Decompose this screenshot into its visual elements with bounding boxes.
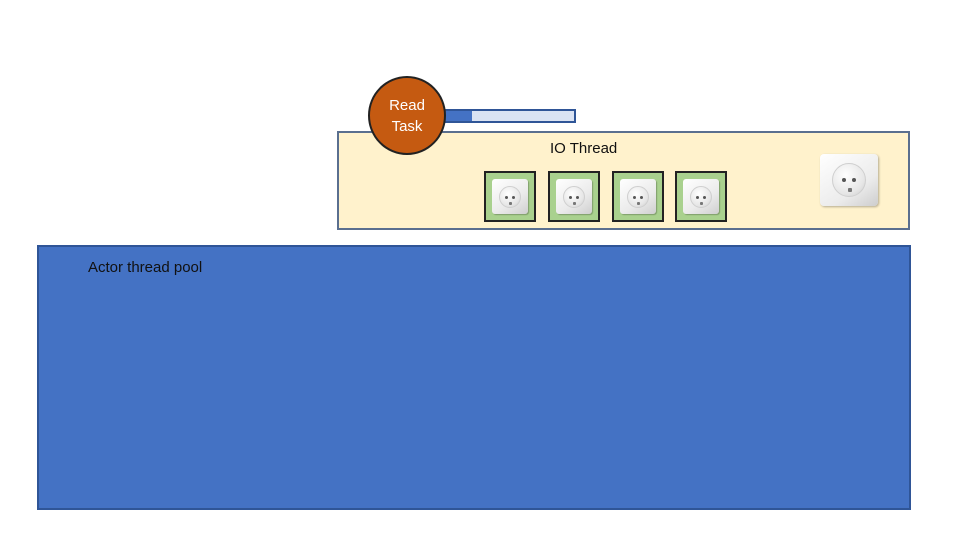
- read-task-label-line2: Task: [391, 117, 423, 135]
- socket-slot: [612, 171, 664, 222]
- io-thread-label: IO Thread: [550, 140, 618, 157]
- actor-thread-pool-label: Actor thread pool: [88, 259, 203, 276]
- socket-slot: [675, 171, 727, 222]
- read-task-progress-bar: [431, 109, 576, 123]
- power-socket-icon: [492, 179, 528, 214]
- power-socket-icon: [556, 179, 592, 214]
- socket-slot: [484, 171, 536, 222]
- socket-slot: [548, 171, 600, 222]
- io-thread-box: IO Thread: [337, 131, 910, 230]
- read-task-circle: Read Task: [368, 76, 446, 155]
- power-socket-icon: [620, 179, 656, 214]
- read-task-progress-fill: [433, 111, 473, 121]
- power-socket-icon: [683, 179, 719, 214]
- read-task-label-line1: Read: [389, 96, 425, 114]
- power-socket-icon: [820, 154, 878, 206]
- actor-thread-pool: Actor thread pool: [37, 245, 911, 510]
